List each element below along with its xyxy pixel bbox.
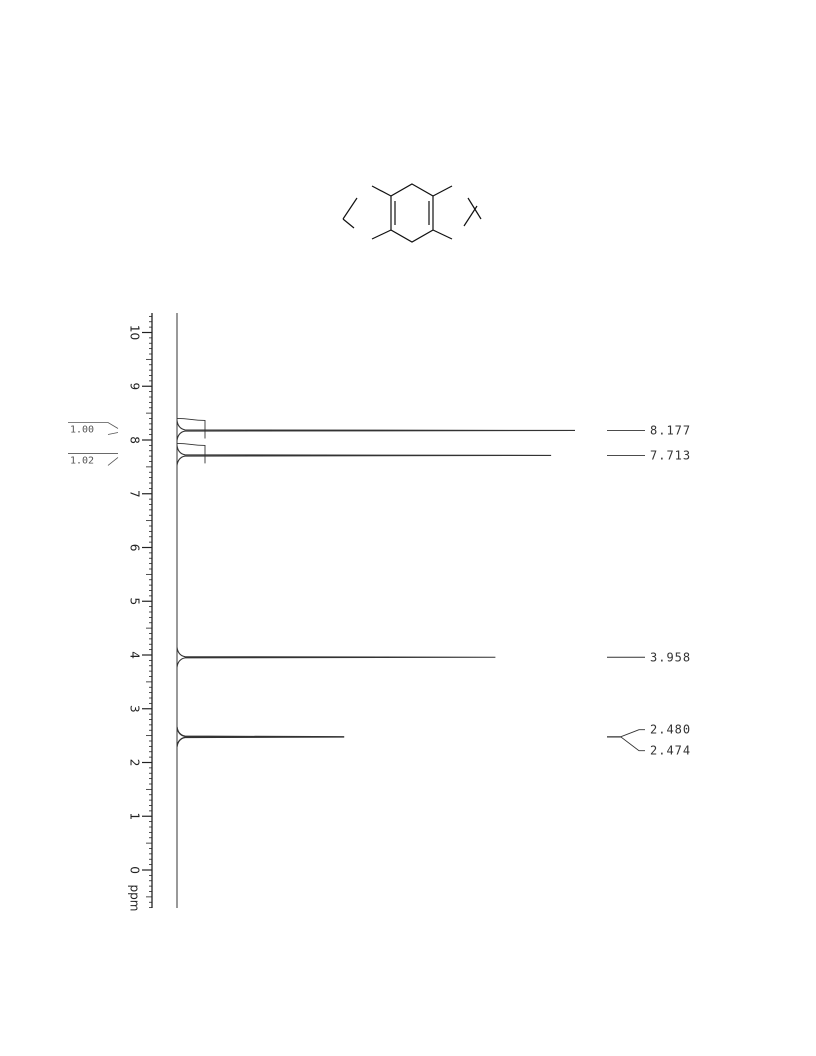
- tick-label: 3: [128, 705, 142, 713]
- integrals: 1.00 1.02: [68, 418, 206, 466]
- peak-label-text: 8.177: [650, 423, 691, 437]
- peak-label-text: 7.713: [650, 448, 691, 462]
- peak-3.958: [176, 647, 496, 668]
- integral-bracket: [68, 422, 119, 435]
- tick-label: 10: [128, 325, 142, 340]
- tick-label: 0: [128, 866, 142, 874]
- peak-label-text: 2.480: [650, 723, 691, 737]
- integral-curve: [176, 442, 206, 464]
- peak-label-text: 2.474: [650, 744, 691, 758]
- tick-label: 9: [128, 382, 142, 390]
- integral-label: 1.00: [70, 424, 94, 435]
- tick-label: 4: [128, 651, 142, 659]
- tick-label: 7: [128, 490, 142, 498]
- spectrum-trace: [176, 420, 576, 748]
- peak-2.474: [176, 726, 345, 748]
- peak-label-text: 3.958: [650, 650, 691, 664]
- peak-8.177: [176, 420, 576, 441]
- tick-label: 1: [128, 812, 142, 820]
- tick-label: 5: [128, 597, 142, 605]
- tick-label: 6: [128, 544, 142, 552]
- axis-unit-label: ppm: [128, 885, 142, 912]
- peak-labels: 8.177 7.713 3.958 2.480 2.474: [607, 423, 691, 758]
- integral-curve: [176, 418, 206, 439]
- peak-label-leader: [607, 736, 645, 752]
- chemical-structure: [342, 183, 482, 243]
- tick-label: 2: [128, 759, 142, 767]
- peak-label-leader: [607, 729, 645, 738]
- peak-7.713: [176, 445, 552, 466]
- tick-label: 8: [128, 436, 142, 444]
- integral-bracket: [68, 453, 119, 466]
- integral-label: 1.02: [70, 455, 94, 466]
